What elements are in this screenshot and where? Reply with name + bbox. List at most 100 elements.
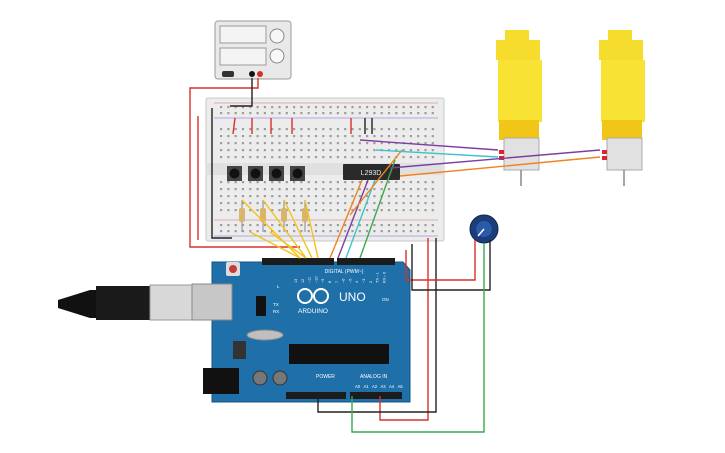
breadboard-hole[interactable] [241, 181, 245, 184]
breadboard-hole[interactable] [256, 149, 259, 152]
breadboard-hole[interactable] [249, 195, 252, 198]
breadboard-hole[interactable] [395, 181, 398, 184]
breadboard-hole[interactable] [285, 106, 288, 109]
breadboard-hole[interactable] [300, 188, 303, 191]
breadboard-hole[interactable] [256, 188, 259, 191]
breadboard-hole[interactable] [314, 195, 318, 198]
breadboard-hole[interactable] [344, 128, 347, 131]
breadboard-hole[interactable] [431, 156, 434, 159]
breadboard-hole[interactable] [373, 112, 376, 115]
breadboard-hole[interactable] [263, 188, 266, 191]
breadboard-hole[interactable] [271, 135, 274, 138]
breadboard-hole[interactable] [336, 142, 339, 145]
breadboard-hole[interactable] [234, 156, 237, 159]
breadboard-hole[interactable] [336, 112, 339, 115]
breadboard-hole[interactable] [402, 128, 405, 131]
breadboard-hole[interactable] [322, 128, 325, 131]
breadboard-hole[interactable] [417, 149, 420, 152]
breadboard-hole[interactable] [241, 142, 245, 145]
breadboard-hole[interactable] [307, 195, 310, 198]
reset-button[interactable] [229, 265, 237, 273]
breadboard-hole[interactable] [402, 224, 405, 227]
breadboard-hole[interactable] [278, 128, 281, 131]
breadboard-hole[interactable] [285, 142, 288, 145]
breadboard-hole[interactable] [344, 149, 347, 152]
breadboard-hole[interactable] [417, 135, 420, 138]
potentiometer[interactable] [469, 214, 499, 244]
breadboard-hole[interactable] [387, 230, 391, 233]
breadboard-hole[interactable] [307, 106, 310, 109]
breadboard-hole[interactable] [293, 156, 296, 159]
breadboard-hole[interactable] [227, 142, 230, 145]
breadboard-hole[interactable] [234, 195, 237, 198]
breadboard-hole[interactable] [402, 195, 405, 198]
breadboard-hole[interactable] [380, 142, 383, 145]
breadboard-hole[interactable] [351, 156, 354, 159]
breadboard-hole[interactable] [307, 128, 310, 131]
breadboard-hole[interactable] [402, 135, 405, 138]
breadboard-hole[interactable] [373, 135, 376, 138]
breadboard-hole[interactable] [249, 156, 252, 159]
breadboard-hole[interactable] [424, 128, 427, 131]
breadboard-hole[interactable] [322, 188, 325, 191]
breadboard-hole[interactable] [380, 156, 383, 159]
breadboard-hole[interactable] [241, 230, 245, 233]
breadboard-hole[interactable] [293, 142, 296, 145]
breadboard-hole[interactable] [329, 230, 332, 233]
breadboard-hole[interactable] [409, 202, 412, 205]
breadboard-hole[interactable] [285, 128, 288, 131]
breadboard-hole[interactable] [220, 188, 223, 191]
breadboard-hole[interactable] [380, 106, 383, 109]
breadboard-hole[interactable] [424, 112, 427, 115]
resistor[interactable] [239, 200, 245, 232]
breadboard-hole[interactable] [336, 195, 339, 198]
breadboard-hole[interactable] [307, 142, 310, 145]
breadboard-hole[interactable] [220, 181, 223, 184]
breadboard-hole[interactable] [271, 156, 274, 159]
breadboard-hole[interactable] [285, 188, 288, 191]
breadboard-hole[interactable] [293, 112, 296, 115]
breadboard-hole[interactable] [351, 188, 354, 191]
breadboard-hole[interactable] [300, 195, 303, 198]
breadboard-hole[interactable] [336, 209, 339, 212]
breadboard-hole[interactable] [329, 142, 332, 145]
breadboard-hole[interactable] [431, 195, 434, 198]
breadboard-hole[interactable] [271, 142, 274, 145]
breadboard-hole[interactable] [417, 156, 420, 159]
breadboard-hole[interactable] [351, 128, 354, 131]
breadboard-hole[interactable] [373, 106, 376, 109]
breadboard-hole[interactable] [271, 224, 274, 227]
breadboard-hole[interactable] [373, 230, 376, 233]
breadboard-hole[interactable] [431, 209, 434, 212]
breadboard-hole[interactable] [307, 230, 310, 233]
breadboard-hole[interactable] [351, 209, 354, 212]
breadboard-hole[interactable] [366, 112, 369, 115]
breadboard-hole[interactable] [336, 181, 339, 184]
breadboard-hole[interactable] [395, 149, 398, 152]
breadboard-hole[interactable] [358, 156, 361, 159]
breadboard-hole[interactable] [395, 106, 398, 109]
breadboard-hole[interactable] [271, 181, 274, 184]
breadboard-hole[interactable] [278, 209, 281, 212]
negative-terminal[interactable] [249, 71, 255, 77]
breadboard-hole[interactable] [227, 209, 230, 212]
breadboard-hole[interactable] [417, 188, 420, 191]
breadboard-hole[interactable] [234, 135, 237, 138]
breadboard-hole[interactable] [263, 128, 266, 131]
breadboard-hole[interactable] [227, 156, 230, 159]
breadboard-hole[interactable] [234, 149, 237, 152]
breadboard-hole[interactable] [344, 202, 347, 205]
breadboard-hole[interactable] [417, 106, 420, 109]
breadboard-hole[interactable] [344, 135, 347, 138]
breadboard-hole[interactable] [431, 142, 434, 145]
breadboard-hole[interactable] [293, 135, 296, 138]
breadboard[interactable] [205, 97, 445, 242]
breadboard-hole[interactable] [380, 209, 383, 212]
breadboard-hole[interactable] [431, 135, 434, 138]
breadboard-hole[interactable] [227, 230, 230, 233]
breadboard-hole[interactable] [256, 106, 259, 109]
breadboard-hole[interactable] [307, 202, 310, 205]
breadboard-hole[interactable] [241, 202, 245, 205]
breadboard-hole[interactable] [249, 230, 252, 233]
breadboard-hole[interactable] [395, 135, 398, 138]
